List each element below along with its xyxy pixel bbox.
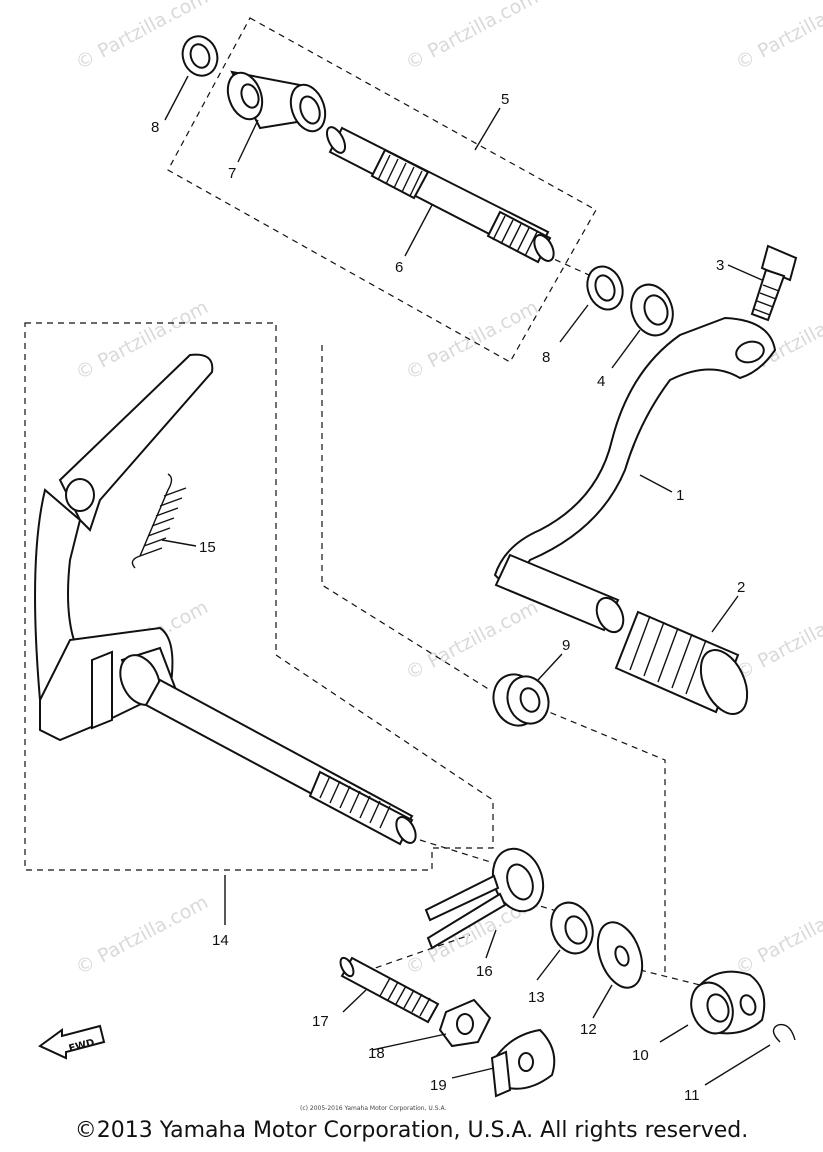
alignment-line xyxy=(419,839,501,866)
part-bolt-3 xyxy=(750,244,798,322)
part-circlip-11 xyxy=(772,1023,796,1043)
part-pedal-rubber-2 xyxy=(614,610,749,715)
footer-copyright: ©2013 Yamaha Motor Corporation, U.S.A. A… xyxy=(74,1118,749,1143)
part-spring-15 xyxy=(131,473,187,569)
callout-2: 2 xyxy=(737,579,745,596)
callout-5: 5 xyxy=(501,91,509,108)
alignment-line xyxy=(519,899,571,916)
part-shift-shaft-14 xyxy=(34,353,417,846)
assembly-box-14 xyxy=(24,322,494,871)
part-washer-8-upper xyxy=(181,35,219,77)
part-stopper-10 xyxy=(690,970,766,1035)
callout-17: 17 xyxy=(312,1013,329,1030)
callout-8a: 8 xyxy=(151,119,159,136)
watermark: © Partzilla.com xyxy=(402,0,542,74)
leader-lines xyxy=(161,75,771,1086)
callout-8b: 8 xyxy=(542,349,550,366)
callout-18: 18 xyxy=(368,1045,385,1062)
alignment-line xyxy=(321,345,491,691)
alignment-line xyxy=(639,969,701,986)
part-stopper-lever-16 xyxy=(424,847,545,950)
callout-3: 3 xyxy=(716,257,724,274)
callout-19: 19 xyxy=(430,1077,447,1094)
part-oil-seal-4 xyxy=(630,283,674,337)
fwd-arrow-icon: FWD xyxy=(38,1024,106,1060)
callout-1: 1 xyxy=(676,487,684,504)
part-seal-7 xyxy=(226,70,327,133)
watermarks: © Partzilla.com © Partzilla.com © Partzi… xyxy=(72,0,823,979)
watermark: © Partzilla.com xyxy=(732,891,823,979)
watermark: © Partzilla.com xyxy=(72,891,212,979)
part-washer-12 xyxy=(596,921,644,989)
callout-10: 10 xyxy=(632,1047,649,1064)
callout-11: 11 xyxy=(684,1087,700,1104)
part-shift-pedal-1 xyxy=(493,316,777,634)
part-collar-9 xyxy=(492,673,550,727)
part-lock-washer-19 xyxy=(490,1028,556,1098)
callout-4: 4 xyxy=(597,373,605,390)
alignment-line xyxy=(354,934,471,976)
callout-6: 6 xyxy=(395,259,403,276)
callout-7: 7 xyxy=(228,165,236,182)
callout-15: 15 xyxy=(199,539,216,556)
callout-numbers: 8 7 5 6 3 8 4 1 2 9 15 14 16 13 12 10 11… xyxy=(151,91,745,1104)
part-nut-18 xyxy=(438,998,492,1048)
part-oil-seal-13 xyxy=(550,901,594,955)
callout-13: 13 xyxy=(528,989,545,1006)
callout-12: 12 xyxy=(580,1021,597,1038)
alignment-line xyxy=(519,699,666,975)
part-washer-8-lower xyxy=(586,265,624,311)
watermark: © Partzilla.com xyxy=(732,0,823,74)
watermark: © Partzilla.com xyxy=(402,596,542,684)
part-shaft-6 xyxy=(325,126,555,264)
small-copyright: (c) 2005-2016 Yamaha Motor Corporation, … xyxy=(300,1105,446,1112)
watermark: © Partzilla.com xyxy=(402,296,542,384)
callout-16: 16 xyxy=(476,963,493,980)
callout-9: 9 xyxy=(562,637,570,654)
part-pin-17 xyxy=(339,956,440,1024)
callout-14: 14 xyxy=(212,932,229,949)
watermark: © Partzilla.com xyxy=(732,596,823,684)
